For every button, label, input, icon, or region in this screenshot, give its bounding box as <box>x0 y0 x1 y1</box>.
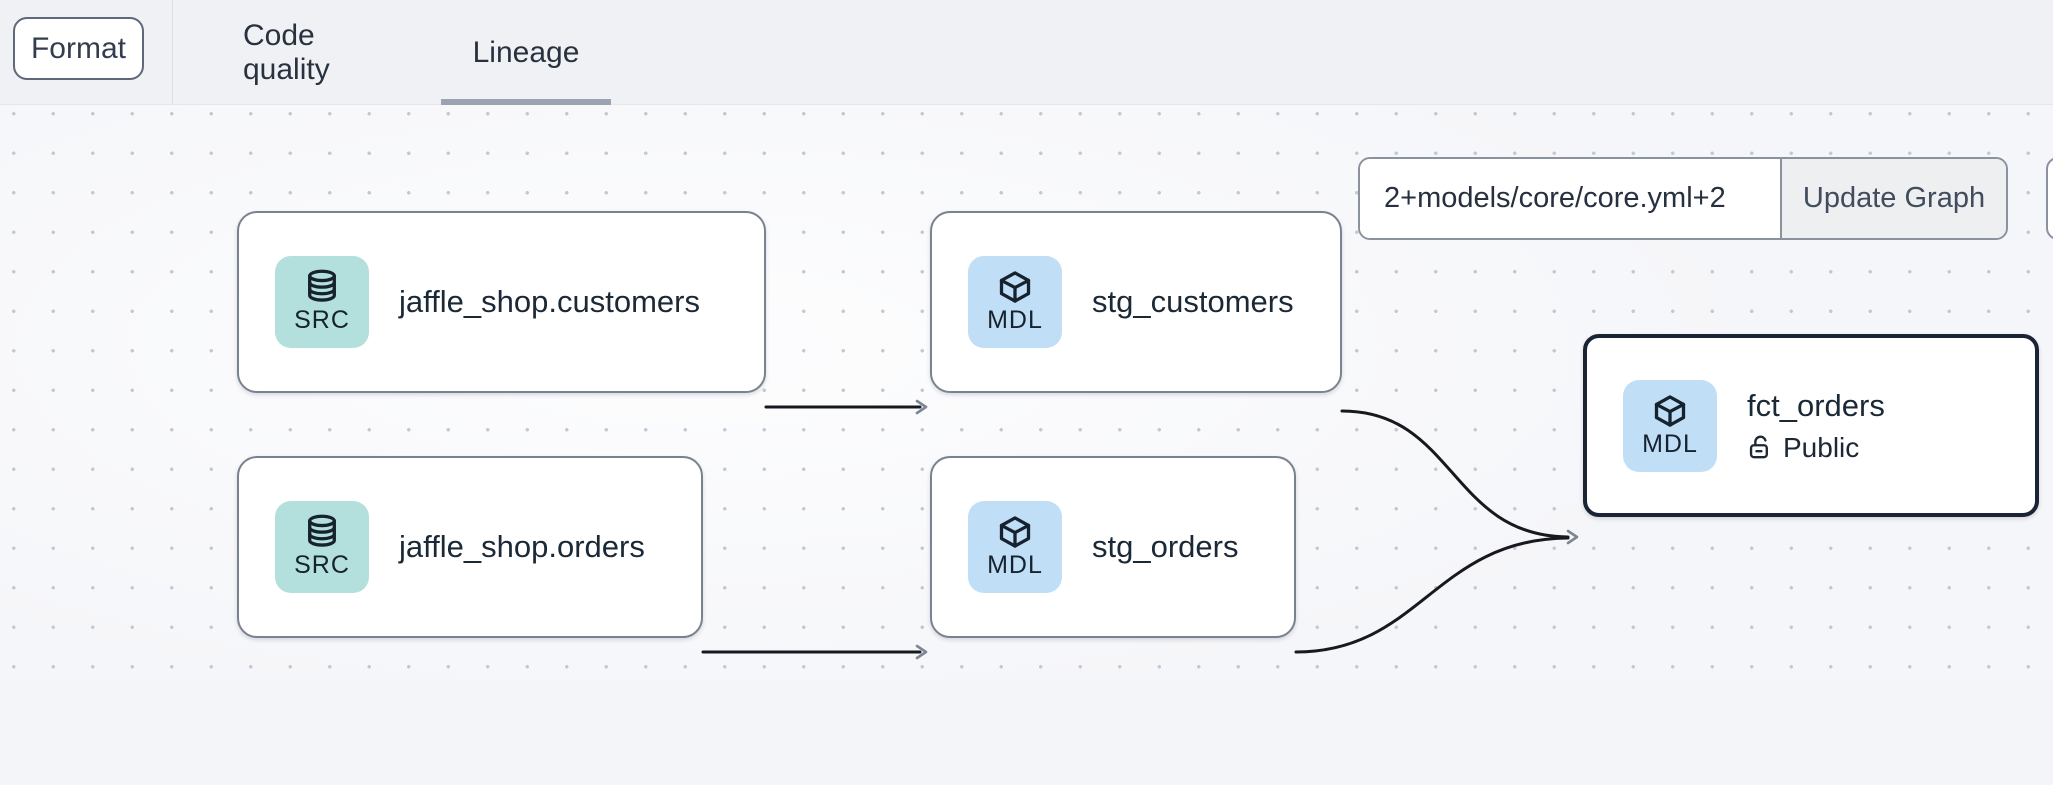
lineage-node[interactable]: MDL stg_customers <box>930 211 1342 393</box>
node-kind-label: MDL <box>987 551 1043 579</box>
selector-group: Update Graph <box>1358 157 2008 240</box>
node-label: jaffle_shop.orders <box>399 529 645 564</box>
lineage-node[interactable]: SRC jaffle_shop.orders <box>237 456 703 638</box>
node-label: fct_orders <box>1747 387 1885 423</box>
lineage-canvas[interactable]: Update Graph SRC jaffle_shop.customers <box>0 105 2053 680</box>
lineage-node[interactable]: MDL stg_orders <box>930 456 1296 638</box>
lineage-node[interactable]: MDL fct_orders Public <box>1583 334 2039 517</box>
node-kind-label: SRC <box>294 306 350 334</box>
tab-lineage[interactable]: Lineage <box>441 0 611 105</box>
update-graph-button[interactable]: Update Graph <box>1780 159 2006 238</box>
cube-icon <box>1654 394 1686 427</box>
edge-stg-customers-fct <box>1340 409 1570 539</box>
cube-icon <box>999 516 1031 548</box>
node-text: fct_orders Public <box>1747 388 1885 464</box>
database-icon <box>308 514 336 547</box>
lock-open-icon <box>1749 435 1768 459</box>
node-text: jaffle_shop.customers <box>399 284 700 320</box>
node-type-icon: MDL <box>968 501 1062 593</box>
lineage-node[interactable]: SRC jaffle_shop.customers <box>237 211 766 393</box>
node-label: stg_orders <box>1092 529 1239 564</box>
database-icon <box>308 269 336 302</box>
node-label: jaffle_shop.customers <box>399 284 700 319</box>
node-text: stg_orders <box>1092 529 1238 565</box>
node-type-icon: MDL <box>1623 379 1717 472</box>
node-kind-label: MDL <box>987 306 1043 334</box>
node-type-icon: MDL <box>968 256 1062 348</box>
format-button[interactable]: Format <box>13 17 144 80</box>
node-text: stg_customers <box>1092 284 1294 320</box>
edge-stg-orders-fct <box>1294 536 1570 654</box>
access-badge: Public <box>1747 432 1885 464</box>
node-kind-label: SRC <box>294 551 350 579</box>
selector-input[interactable] <box>1360 159 1780 238</box>
toolbar: Format Code quality Lineage <box>0 0 2053 105</box>
access-badge-label: Public <box>1783 431 1860 463</box>
node-type-icon: SRC <box>275 256 369 348</box>
tab-code-quality[interactable]: Code quality <box>243 18 330 86</box>
node-label: stg_customers <box>1092 284 1294 319</box>
cut-off-button[interactable] <box>2046 157 2053 240</box>
arrowhead-icon <box>915 644 928 660</box>
node-kind-label: MDL <box>1642 429 1698 458</box>
cube-icon <box>999 271 1031 303</box>
arrowhead-icon <box>915 399 928 415</box>
arrowhead-icon <box>1566 529 1579 545</box>
node-text: jaffle_shop.orders <box>399 529 645 565</box>
toolbar-divider <box>172 0 173 105</box>
node-type-icon: SRC <box>275 501 369 593</box>
